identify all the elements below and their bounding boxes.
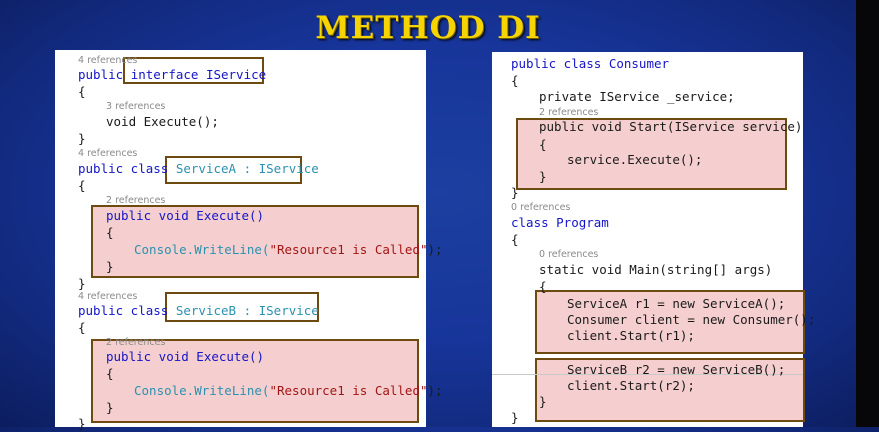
reference-count: 2 references — [106, 195, 166, 206]
main-body-highlight-2 — [535, 358, 805, 422]
code-line: } — [539, 394, 547, 409]
code-line: } — [106, 259, 114, 274]
code-call: Console.WriteLine( — [134, 383, 270, 398]
code-line: class Program — [511, 215, 609, 230]
screen-edge-strip — [856, 0, 879, 427]
divider-line — [492, 374, 803, 375]
code-line: Console.WriteLine("Resource1 is Called")… — [134, 383, 443, 399]
left-code-panel: 4 references public interface IService {… — [55, 50, 443, 431]
reference-count: 0 references — [511, 202, 571, 213]
code-line: static void Main(string[] args) — [539, 262, 773, 277]
interface-name-highlight — [123, 57, 264, 84]
code-line: } — [511, 185, 519, 200]
code-line: ServiceA r1 = new ServiceA(); — [567, 296, 786, 311]
serviceb-execute-highlight — [91, 339, 419, 423]
code-line: public void Execute() — [106, 208, 265, 223]
code-type: ServiceB : IService — [175, 303, 319, 318]
code-line: { — [511, 73, 519, 88]
reference-count: 2 references — [539, 107, 599, 118]
code-line: } — [511, 410, 519, 425]
code-line: { — [539, 279, 547, 294]
code-line: public void Execute() — [106, 349, 265, 364]
code-line: { — [78, 84, 86, 99]
code-keyword: public class — [78, 303, 169, 318]
code-line: { — [106, 366, 114, 381]
servicea-declaration-highlight — [165, 156, 302, 184]
code-punctuation: ); — [427, 383, 443, 398]
reference-count: 2 references — [106, 337, 166, 348]
start-method-highlight — [516, 118, 787, 190]
code-line: client.Start(r2); — [567, 378, 695, 393]
code-line: public class ServiceA : IService — [78, 161, 319, 177]
code-line: { — [539, 137, 547, 152]
code-line: public interface IService — [78, 67, 266, 83]
code-type: ServiceA : IService — [175, 161, 319, 176]
code-line: { — [511, 232, 519, 247]
code-line: } — [78, 416, 86, 431]
code-line: ServiceB r2 = new ServiceB(); — [567, 362, 786, 377]
reference-count: 4 references — [78, 291, 138, 302]
code-line: } — [539, 169, 547, 184]
serviceb-declaration-highlight — [165, 292, 319, 322]
code-line: void Execute(); — [106, 114, 219, 129]
code-line: Console.WriteLine("Resource1 is Called")… — [134, 242, 443, 258]
right-code-panel: public class Consumer { private IService… — [492, 52, 815, 427]
code-line: { — [106, 225, 114, 240]
code-string: "Resource1 is Called" — [269, 383, 428, 398]
code-line: { — [78, 320, 86, 335]
code-line: client.Start(r1); — [567, 328, 695, 343]
reference-count: 0 references — [539, 249, 599, 260]
code-keyword: public class — [78, 161, 169, 176]
code-line: public void Start(IService service) — [539, 119, 803, 134]
code-call: Console.WriteLine( — [134, 242, 270, 257]
reference-count: 4 references — [78, 55, 138, 66]
reference-count: 4 references — [78, 148, 138, 159]
code-line: } — [78, 276, 86, 291]
code-line: public class ServiceB : IService — [78, 303, 319, 319]
code-string: "Resource1 is Called" — [269, 242, 428, 257]
code-interface-decl: interface IService — [130, 67, 267, 82]
main-body-highlight-1 — [535, 290, 805, 354]
code-line: private IService _service; — [539, 89, 735, 104]
code-punctuation: ); — [427, 242, 443, 257]
servicea-execute-highlight — [91, 205, 419, 278]
code-line: } — [106, 400, 114, 415]
code-line: } — [78, 131, 86, 146]
slide-title: METHOD DI — [315, 10, 541, 46]
code-keyword: public — [78, 67, 124, 82]
reference-count: 3 references — [106, 101, 166, 112]
code-line: { — [78, 178, 86, 193]
code-line: public class Consumer — [511, 56, 670, 71]
code-line: Consumer client = new Consumer(); — [567, 312, 816, 327]
code-line: service.Execute(); — [567, 152, 703, 167]
